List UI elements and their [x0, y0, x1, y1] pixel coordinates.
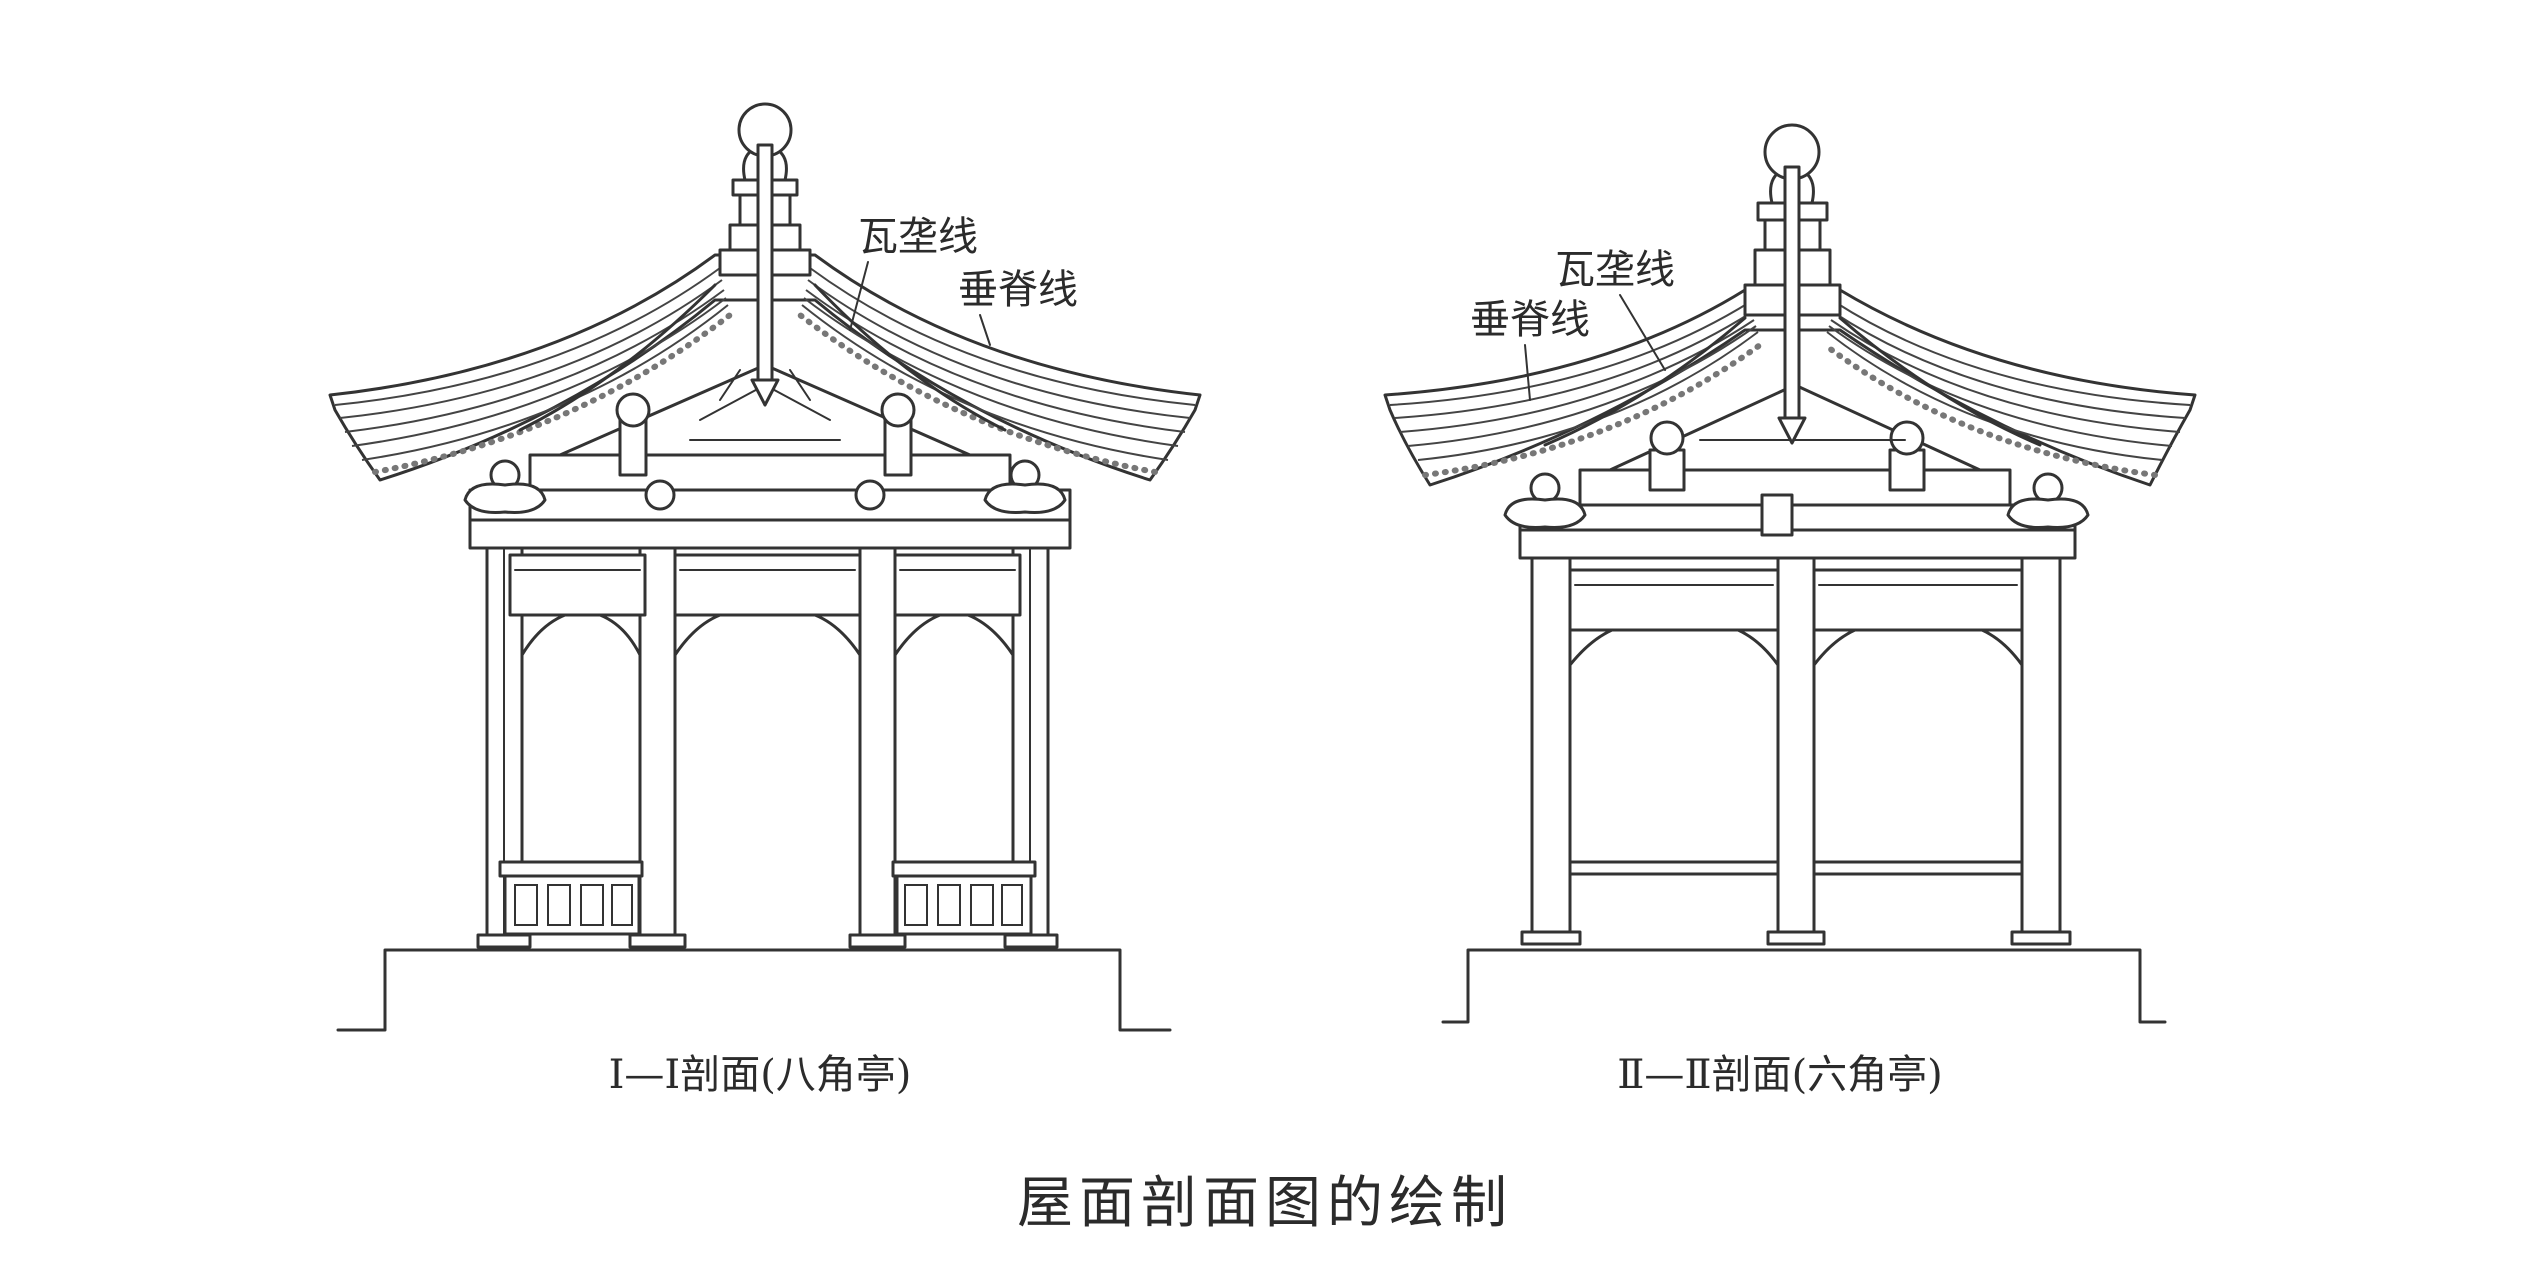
strut — [618, 418, 648, 477]
hanging-bracket — [893, 613, 942, 657]
beam — [528, 453, 1012, 492]
seat-rail — [1812, 860, 2024, 876]
strut — [883, 418, 913, 477]
column-base — [2010, 930, 2072, 946]
hexagonal-pavilion-section: 瓦垄线 垂脊线 Ⅱ—Ⅱ剖面(六角亭) — [1383, 123, 2197, 1098]
column — [1530, 538, 1572, 944]
ridge-line — [813, 283, 1007, 432]
hanging-bracket — [813, 613, 862, 657]
tile-line-label: 瓦垄线 — [858, 214, 978, 260]
ridge-line — [518, 283, 717, 432]
hanging-bracket — [673, 613, 722, 657]
ridge-line-label: 垂脊线 — [1470, 297, 1590, 343]
truss — [558, 363, 972, 457]
column — [1776, 538, 1816, 944]
ridge-line — [1543, 316, 1747, 447]
hanging-bracket — [598, 613, 642, 657]
beam — [1518, 503, 2077, 532]
strut — [1648, 448, 1686, 492]
column-base — [1520, 930, 1582, 946]
right-caption: Ⅱ—Ⅱ剖面(六角亭) — [1617, 1052, 1943, 1098]
beam — [1578, 468, 2012, 507]
seat-rail — [1568, 860, 1780, 876]
hanging-bracket — [1568, 628, 1614, 667]
hanging-bracket — [520, 613, 567, 657]
column-base — [848, 933, 907, 949]
platform — [1441, 948, 2167, 1024]
beam — [468, 488, 1072, 522]
column-base — [628, 933, 687, 949]
lintel — [508, 553, 647, 617]
ridge-line-leader — [1524, 344, 1531, 401]
finial — [718, 102, 812, 407]
railing — [891, 860, 1037, 936]
ridge-line — [1838, 316, 2042, 447]
lintel — [1568, 568, 1780, 632]
column — [858, 508, 897, 947]
bracket-set — [1503, 472, 2090, 529]
bracket-set — [463, 459, 1067, 514]
figure-title: 屋面剖面图的绘制 — [1017, 1171, 1513, 1236]
column — [2020, 538, 2062, 944]
architrave — [1518, 528, 2077, 560]
column-base — [1766, 930, 1826, 946]
column-base — [476, 933, 532, 949]
platform — [336, 948, 1172, 1032]
octagonal-pavilion-section: 瓦垄线 垂脊线 Ⅰ—Ⅰ剖面(八角亭) — [328, 102, 1202, 1098]
hanging-bracket — [1736, 628, 1780, 667]
lintel — [893, 553, 1022, 617]
strut — [1888, 448, 1926, 492]
tile-line-leader — [1619, 294, 1666, 371]
left-caption: Ⅰ—Ⅰ剖面(八角亭) — [609, 1052, 912, 1098]
lintel — [1812, 568, 2024, 632]
architrave — [468, 518, 1072, 550]
tile-line-label: 瓦垄线 — [1555, 247, 1675, 293]
railing — [498, 860, 644, 936]
king-block — [1760, 493, 1794, 537]
ridge-line-leader — [979, 314, 991, 346]
finial — [1743, 123, 1842, 445]
hanging-bracket — [966, 613, 1015, 657]
ridge-line-label: 垂脊线 — [958, 267, 1078, 313]
lintel — [673, 553, 862, 617]
column-base — [1003, 933, 1059, 949]
tile-line-leader — [849, 261, 869, 331]
hanging-bracket — [1980, 628, 2024, 667]
hanging-bracket — [1812, 628, 1857, 667]
